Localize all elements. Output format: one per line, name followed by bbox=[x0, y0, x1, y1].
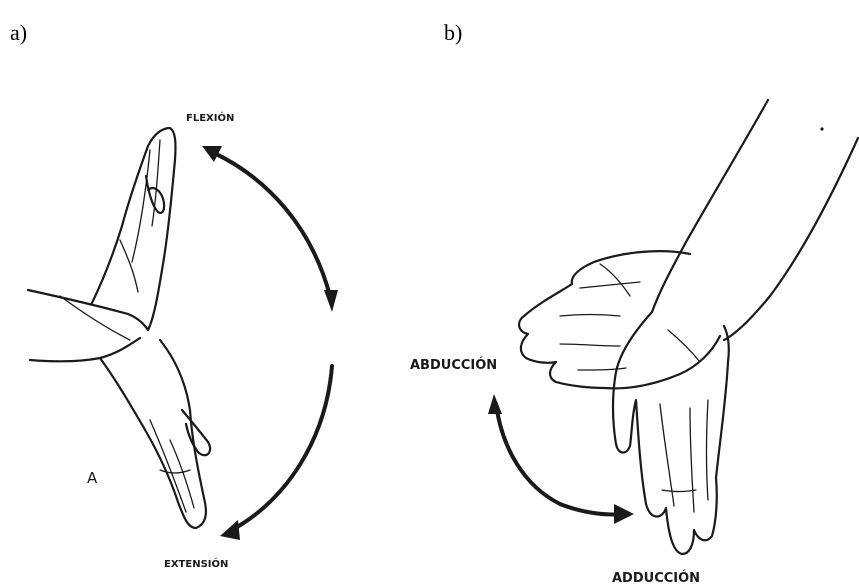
flexion-arrow bbox=[202, 146, 338, 312]
panel-a-drawing bbox=[28, 128, 210, 528]
forearm-a-lower bbox=[30, 338, 140, 361]
panel-b-drawing bbox=[519, 100, 858, 554]
extended-hand bbox=[100, 340, 206, 528]
forearm-b-right bbox=[724, 138, 858, 340]
extension-label: EXTENSIÓN bbox=[164, 557, 228, 570]
extension-arrow bbox=[220, 366, 332, 540]
flexion-label: FLEXIÓN bbox=[186, 111, 234, 124]
flexed-hand bbox=[92, 128, 175, 330]
view-marker: A bbox=[87, 469, 98, 487]
abducted-hand bbox=[519, 251, 720, 388]
adduction-label: ADDUCCIÓN bbox=[612, 570, 700, 586]
abduction-label: ABDUCCIÓN bbox=[410, 357, 497, 373]
forearm-b-left bbox=[652, 100, 768, 312]
extended-hand-thumb bbox=[182, 410, 210, 455]
forearm-a bbox=[28, 290, 148, 330]
